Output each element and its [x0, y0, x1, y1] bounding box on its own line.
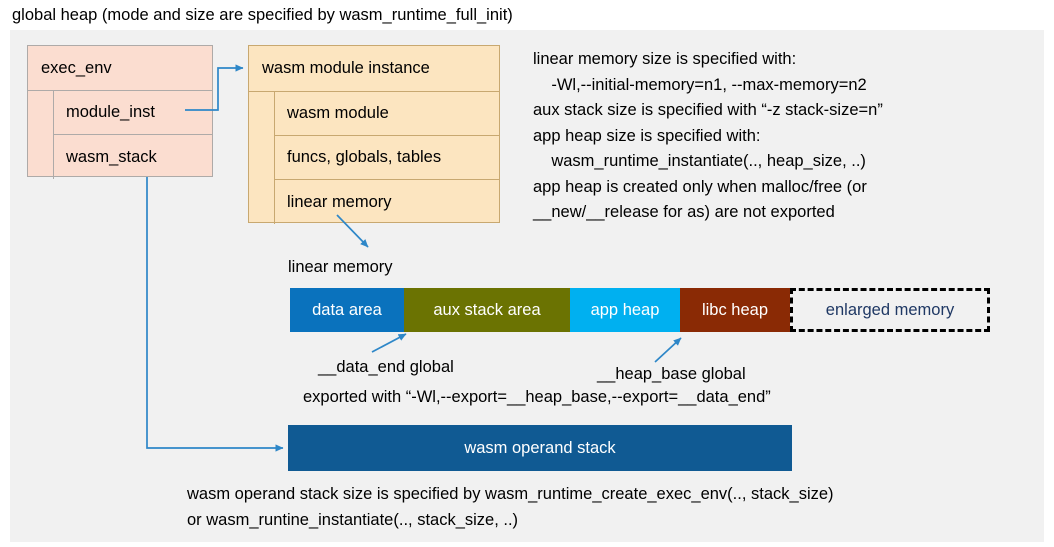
wmi-row-wasm-module: wasm module: [274, 92, 499, 136]
wmi-funcs-globals-tables-label: funcs, globals, tables: [287, 148, 442, 167]
exec-env-title: exec_env: [41, 58, 112, 77]
operand-stack-note: wasm operand stack size is specified by …: [187, 485, 834, 529]
wasm-module-instance-title: wasm module instance: [262, 59, 430, 78]
annotation-heap-base: __heap_base global: [597, 365, 746, 383]
exec-env-wasm-stack-label: wasm_stack: [66, 147, 157, 166]
wasm-operand-stack-bar: wasm operand stack: [288, 425, 792, 471]
wmi-wasm-module-label: wasm module: [287, 104, 389, 123]
linear-memory-note: linear memory size is specified with: -W…: [533, 50, 883, 221]
wmi-row-linear-memory: linear memory: [274, 180, 499, 224]
memory-segment-enlarged-memory: enlarged memory: [790, 288, 990, 332]
wmi-row-funcs-globals-tables: funcs, globals, tables: [274, 136, 499, 180]
memory-segment-libc-heap: libc heap: [680, 288, 790, 332]
exec-env-header: exec_env: [28, 46, 212, 91]
linear-memory-caption: linear memory: [288, 258, 393, 276]
memory-segment-label: app heap: [590, 300, 660, 319]
annotation-exported-with: exported with “-Wl,--export=__heap_base,…: [303, 388, 771, 406]
wasm-module-instance-box: wasm module instance wasm module funcs, …: [248, 45, 500, 224]
memory-segment-label: libc heap: [701, 300, 769, 319]
annotation-data-end: __data_end global: [318, 358, 454, 376]
linear-memory-bar: data area aux stack area app heap libc heap…: [290, 288, 990, 332]
exec-env-box: exec_env module_inst wasm_stack: [27, 45, 213, 179]
wasm-operand-stack-label: wasm operand stack: [464, 438, 616, 457]
memory-segment-aux-stack-area: aux stack area: [404, 288, 570, 332]
exec-env-row-module-inst: module_inst: [53, 91, 212, 135]
memory-segment-label: enlarged memory: [825, 300, 955, 319]
memory-segment-data-area: data area: [290, 288, 404, 332]
wasm-module-instance-header: wasm module instance: [249, 46, 499, 92]
exec-env-row-wasm-stack: wasm_stack: [53, 135, 212, 179]
memory-segment-app-heap: app heap: [570, 288, 680, 332]
page-title: global heap (mode and size are specified…: [12, 6, 513, 24]
memory-segment-label: aux stack area: [433, 300, 541, 319]
wmi-linear-memory-label: linear memory: [287, 192, 392, 211]
memory-segment-label: data area: [312, 300, 382, 319]
exec-env-module-inst-label: module_inst: [66, 103, 155, 122]
